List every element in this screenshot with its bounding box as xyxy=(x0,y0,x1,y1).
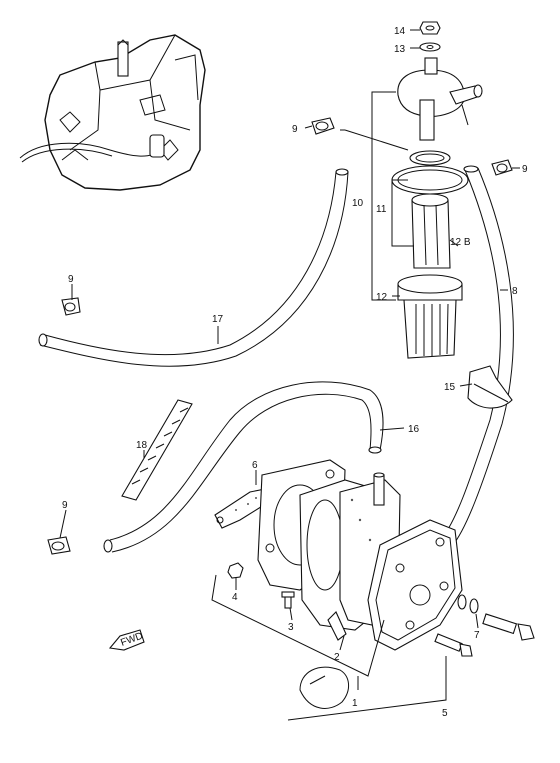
label-13: 13 xyxy=(394,44,406,55)
fuel-pump-icon xyxy=(214,459,463,651)
label-3: 3 xyxy=(288,622,294,633)
label-11: 11 xyxy=(376,204,387,215)
part-labels: 14 13 9 9 10 11 12 B 12 8 9 17 15 16 18 … xyxy=(62,26,528,719)
label-1: 1 xyxy=(352,698,358,709)
label-14: 14 xyxy=(394,26,406,37)
label-4: 4 xyxy=(232,592,238,603)
label-9-left: 9 xyxy=(68,274,74,285)
fuel-hoses xyxy=(38,165,514,709)
label-16: 16 xyxy=(408,424,420,435)
fuel-filter-icon xyxy=(391,21,483,359)
label-15: 15 xyxy=(444,382,456,393)
fwd-arrow-icon: FWD xyxy=(108,629,145,651)
label-6: 6 xyxy=(252,460,258,471)
bolt-icon xyxy=(281,591,535,657)
hose-clip-icon xyxy=(47,117,513,555)
label-7: 7 xyxy=(474,630,480,641)
label-17: 17 xyxy=(212,314,224,325)
label-12b: 12 B xyxy=(450,237,471,248)
label-5: 5 xyxy=(442,708,448,719)
nut-icon xyxy=(227,562,244,579)
label-9-top: 9 xyxy=(292,124,298,135)
label-2: 2 xyxy=(334,652,340,663)
label-12: 12 xyxy=(376,292,388,303)
label-18: 18 xyxy=(136,440,148,451)
label-10: 10 xyxy=(352,198,364,209)
label-9-right: 9 xyxy=(522,164,528,175)
label-9-bottom: 9 xyxy=(62,500,68,511)
engine-icon xyxy=(19,34,206,191)
label-8: 8 xyxy=(512,286,518,297)
leader-lines xyxy=(59,29,520,721)
